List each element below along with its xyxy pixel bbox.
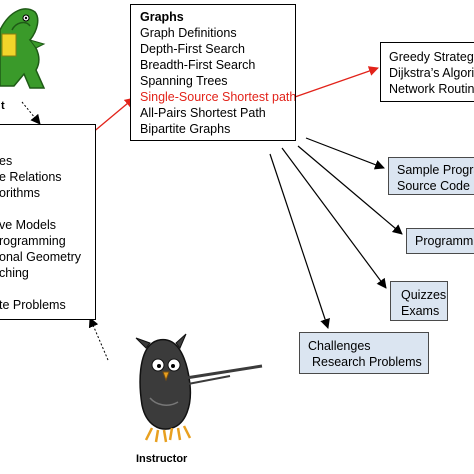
challenges-box: Challenges Research Problems <box>299 332 429 374</box>
alligator-student-icon <box>0 8 46 89</box>
dijkstra-label: Dijkstra’s Algori <box>389 66 474 80</box>
quizzes-exams-box: Quizzes Exams <box>390 281 448 321</box>
challenges-label: Challenges <box>308 339 371 353</box>
topic-line: ve Models <box>0 218 56 232</box>
arrow-to-quizzes-box <box>281 147 387 289</box>
programming-label: Programmi <box>415 234 474 248</box>
graphs-item-bfs: Breadth-First Search <box>140 58 256 72</box>
graphs-item-single-source-shortest-path: Single-Source Shortest path <box>140 90 296 104</box>
quizzes-label: Quizzes <box>401 288 447 302</box>
graphs-title: Graphs <box>140 10 184 24</box>
topic-line-blank <box>0 281 95 297</box>
graphs-item-bipartite: Bipartite Graphs <box>140 122 231 136</box>
topic-line: rogramming <box>0 234 66 248</box>
instructor-caption: Instructor <box>136 453 188 465</box>
topic-line-blank <box>0 201 95 217</box>
topic-line: orithms <box>0 186 40 200</box>
greedy-strategy-label: Greedy Strategy <box>389 50 474 64</box>
network-routing-label: Network Routin <box>389 82 474 96</box>
topic-line: te Problems <box>0 298 66 312</box>
graphs-item-definitions: Graph Definitions <box>140 26 237 40</box>
graphs-item-spanning-trees: Spanning Trees <box>140 74 228 88</box>
arrow-to-challenges-box <box>269 153 330 329</box>
graphs-topic-box: Graphs Graph Definitions Depth-First Sea… <box>130 4 296 141</box>
research-problems-label: Research Problems <box>312 355 422 369</box>
programming-box: Programmi <box>406 228 474 254</box>
exams-label: Exams <box>401 304 440 318</box>
arrow-to-programming-box <box>297 145 403 235</box>
shortest-path-detail-box: Greedy Strategy Dijkstra’s Algori Networ… <box>380 42 474 102</box>
topics-list-box: es e Relations orithms ve Models rogramm… <box>0 124 96 320</box>
student-caption: t <box>1 100 5 112</box>
topic-line: onal Geometry <box>0 250 81 264</box>
owl-instructor-icon <box>135 333 263 443</box>
sample-programs-label: Sample Progra <box>397 163 474 177</box>
red-arrow-to-shortest-path-box <box>291 66 379 99</box>
graphs-item-all-pairs-shortest-path: All-Pairs Shortest Path <box>140 106 266 120</box>
arrow-to-sample-box <box>305 137 385 170</box>
instructor-dotted-connector <box>88 317 109 361</box>
sample-programs-box: Sample Progra Source Code <box>388 157 474 195</box>
student-dotted-connector <box>21 101 41 125</box>
topic-line: e Relations <box>0 170 62 184</box>
topic-line: es <box>0 154 13 168</box>
source-code-label: Source Code <box>397 179 470 193</box>
topic-line: ching <box>0 266 29 280</box>
graphs-item-dfs: Depth-First Search <box>140 42 245 56</box>
